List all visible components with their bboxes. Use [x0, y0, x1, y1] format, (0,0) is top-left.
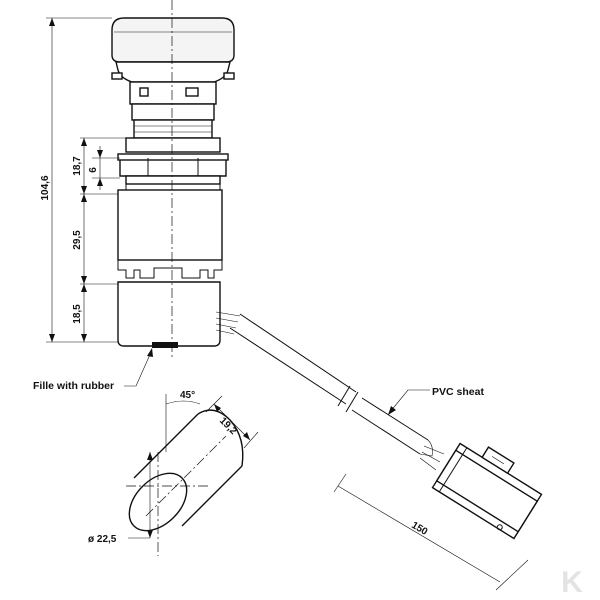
- dim-overall-height: 104,6: [40, 175, 51, 200]
- dim-cable-length: 150: [409, 520, 429, 538]
- dim-hole-length: 19,2: [217, 415, 239, 437]
- dim-upper-section: 18,7: [72, 156, 83, 176]
- pvc-sheath-label: PVC sheat: [432, 386, 484, 398]
- threaded-neck: [133, 119, 213, 139]
- cable-assembly: [215, 311, 445, 471]
- fill-rubber-label: Fille with rubber: [33, 380, 114, 392]
- pvc-sheath-upper: [229, 313, 357, 405]
- switch-assembly: [111, 17, 235, 348]
- plug-connector: [431, 442, 543, 540]
- button-collar: [115, 61, 231, 83]
- callouts: Fille with rubber PVC sheat: [33, 348, 484, 415]
- mounting-hole-detail: 45° 19,2 ø 22,5: [88, 390, 259, 556]
- dim-middle-section: 29,5: [72, 230, 83, 250]
- dim-lower-section: 18,5: [72, 304, 83, 324]
- pvc-sheath-lower: [351, 397, 429, 455]
- push-button-cap: [111, 17, 235, 63]
- upper-housing: [117, 189, 223, 261]
- rubber-outlet: [152, 342, 178, 348]
- vertical-dimensions: 104,6 18,7 29,5 18,5 6: [40, 17, 126, 343]
- brand-watermark: K: [552, 566, 594, 599]
- lower-housing: [117, 281, 221, 347]
- dim-angle: 45°: [180, 390, 195, 401]
- dim-diameter: ø 22,5: [88, 534, 117, 545]
- watermark-letter: K: [561, 566, 583, 599]
- dim-nut-thickness: 6: [88, 167, 99, 173]
